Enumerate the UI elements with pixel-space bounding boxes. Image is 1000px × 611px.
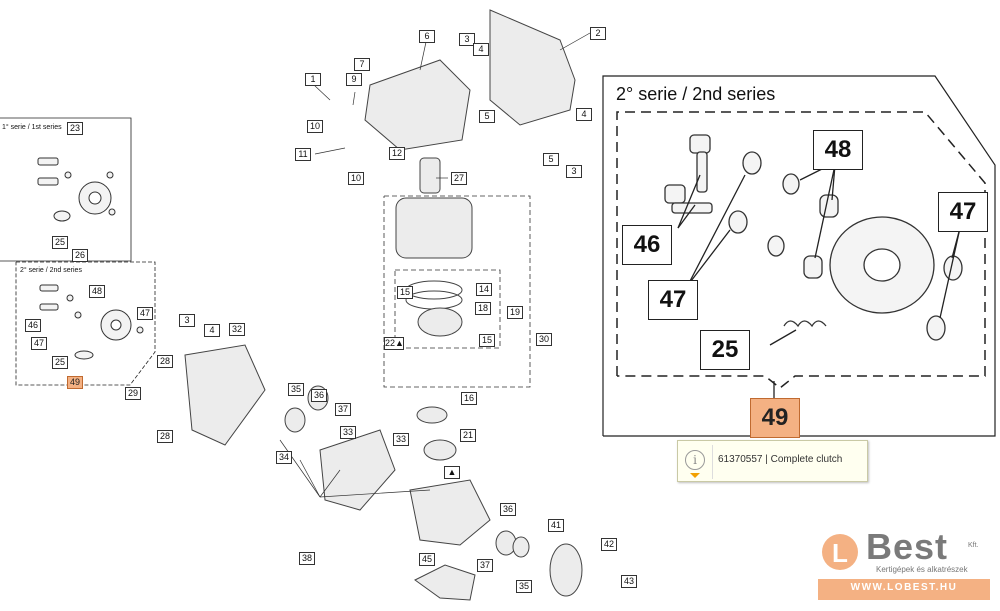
first-series-panel <box>0 117 156 386</box>
callout-47-zoom-b[interactable]: 47 <box>938 192 988 232</box>
callout-4a[interactable]: 4 <box>473 43 489 56</box>
callout-48-small[interactable]: 48 <box>89 285 105 298</box>
tooltip-arrow-icon <box>690 473 700 478</box>
callout-41[interactable]: 41 <box>548 519 564 532</box>
callout-47-zoom-a[interactable]: 47 <box>648 280 698 320</box>
callout-25-zoom[interactable]: 25 <box>700 330 750 370</box>
second-series-small-parts <box>39 284 144 360</box>
callout-18[interactable]: 18 <box>475 302 491 315</box>
engine-dashed-boxes <box>383 195 531 388</box>
callout-10a[interactable]: 10 <box>307 120 323 133</box>
callout-23[interactable]: 23 <box>67 122 83 135</box>
kit-49-zoom[interactable]: 49 <box>750 398 800 438</box>
logo-url[interactable]: WWW.LOBEST.HU <box>850 582 958 593</box>
callout-30[interactable]: 30 <box>536 333 552 346</box>
callout-46-small[interactable]: 46 <box>25 319 41 332</box>
callout-9[interactable]: 9 <box>346 73 362 86</box>
callout-28b[interactable]: 28 <box>157 430 173 443</box>
callout-3b[interactable]: 3 <box>566 165 582 178</box>
callout-3c[interactable]: 3 <box>179 314 195 327</box>
callout-16[interactable]: 16 <box>461 392 477 405</box>
lobest-logo-icon: L <box>822 534 858 570</box>
callout-33a[interactable]: 33 <box>340 426 356 439</box>
callout-33b[interactable]: 33 <box>393 433 409 446</box>
callout-25[interactable]: 25 <box>52 236 68 249</box>
callout-36a[interactable]: 36 <box>311 389 327 402</box>
first-series-title: 1° serie / 1st series <box>2 124 62 131</box>
callout-36b[interactable]: 36 <box>500 503 516 516</box>
callout-27[interactable]: 27 <box>451 172 467 185</box>
callout-45[interactable]: 45 <box>419 553 435 566</box>
callout-48-zoom[interactable]: 48 <box>813 130 863 170</box>
svg-text:L: L <box>832 538 848 568</box>
callout-4b[interactable]: 4 <box>576 108 592 121</box>
tooltip-text: 61370557 | Complete clutch <box>718 454 843 465</box>
callout-15b[interactable]: 15 <box>479 334 495 347</box>
callout-32[interactable]: 32 <box>229 323 245 336</box>
callout-34[interactable]: 34 <box>276 451 292 464</box>
callout-35b[interactable]: 35 <box>516 580 532 593</box>
callout-triangle[interactable]: ▲ <box>444 466 460 479</box>
first-series-parts <box>37 157 116 222</box>
second-series-zoom-title: 2° serie / 2nd series <box>616 84 776 104</box>
callout-11[interactable]: 11 <box>295 148 311 161</box>
callout-38[interactable]: 38 <box>299 552 315 565</box>
engine-parts <box>184 9 583 601</box>
callout-43[interactable]: 43 <box>621 575 637 588</box>
callout-12[interactable]: 12 <box>389 147 405 160</box>
zoom-leader-lines <box>677 164 961 398</box>
logo-tagline: Kertigépek és alkatrészek <box>876 565 968 574</box>
kit-49-small[interactable]: 49 <box>67 376 83 389</box>
logo-suffix: Kft. <box>968 542 979 549</box>
info-icon: i <box>685 450 705 470</box>
callout-21[interactable]: 21 <box>460 429 476 442</box>
part-tooltip: i 61370557 | Complete clutch <box>677 440 868 482</box>
callout-46-zoom[interactable]: 46 <box>622 225 672 265</box>
second-series-small-title: 2° serie / 2nd series <box>20 267 82 274</box>
callout-6[interactable]: 6 <box>419 30 435 43</box>
callout-1[interactable]: 1 <box>305 73 321 86</box>
callout-4c[interactable]: 4 <box>204 324 220 337</box>
callout-3a[interactable]: 3 <box>459 33 475 46</box>
callout-5b[interactable]: 5 <box>543 153 559 166</box>
callout-47-small-a[interactable]: 47 <box>31 337 47 350</box>
callout-37b[interactable]: 37 <box>477 559 493 572</box>
callout-26[interactable]: 26 <box>72 249 88 262</box>
callout-10b[interactable]: 10 <box>348 172 364 185</box>
callout-35a[interactable]: 35 <box>288 383 304 396</box>
callout-28a[interactable]: 28 <box>157 355 173 368</box>
second-series-zoom-panel <box>602 75 996 437</box>
callout-47-small-b[interactable]: 47 <box>137 307 153 320</box>
callout-19[interactable]: 19 <box>507 306 523 319</box>
callout-15a[interactable]: 15 <box>397 286 413 299</box>
callout-42[interactable]: 42 <box>601 538 617 551</box>
callout-37a[interactable]: 37 <box>335 403 351 416</box>
callout-7[interactable]: 7 <box>354 58 370 71</box>
engine-leader-lines <box>279 32 591 498</box>
zoom-parts <box>664 134 963 341</box>
callout-22[interactable]: 22▲ <box>384 337 404 350</box>
logo-brand: Best <box>866 526 949 567</box>
lobest-logo[interactable]: L Best Kft. Kertigépek és alkatrészek WW… <box>818 522 990 602</box>
callout-2[interactable]: 2 <box>590 27 606 40</box>
callout-29[interactable]: 29 <box>125 387 141 400</box>
callout-14[interactable]: 14 <box>476 283 492 296</box>
callout-5a[interactable]: 5 <box>479 110 495 123</box>
callout-25-small[interactable]: 25 <box>52 356 68 369</box>
